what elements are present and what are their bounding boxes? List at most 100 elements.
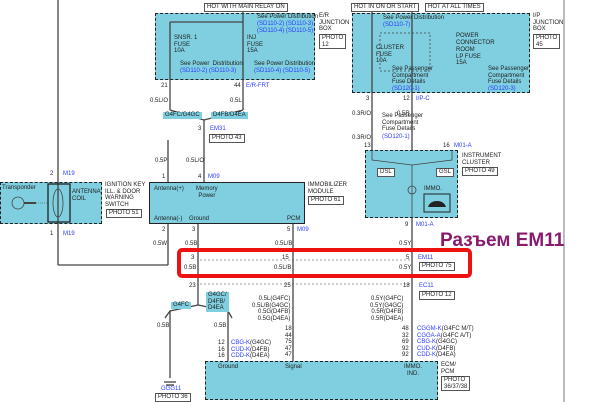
- pin-25: 25: [284, 283, 291, 289]
- connector-em11: EM11: [418, 255, 434, 261]
- pin-label: Antenna(+): [154, 186, 184, 192]
- ip-fuse2: ROOM LP FUSE 15A: [456, 47, 481, 67]
- signal-pins: 18 44 75 47 47: [285, 326, 292, 359]
- ip-box-name: I/P JUNCTION BOX: [533, 13, 564, 33]
- er-junction-box: [155, 13, 315, 80]
- ecm-name: ECM/ PCM: [441, 362, 456, 375]
- ground-connectors: CBG-K(G4GC)CUD-K(D4FB)CDD-K(D4EA): [231, 340, 271, 360]
- photo-tag: PHOTO 51: [106, 209, 142, 218]
- wire-label: 0.5Y: [399, 265, 412, 271]
- pin-23: 23: [189, 283, 196, 289]
- photo-tag: PHOTO 49: [462, 167, 498, 176]
- er-see-left-refs: (SD110-2) (SD110-3): [180, 68, 237, 74]
- photo-tag: PHOTO 36/37/38: [441, 376, 471, 392]
- ip-see-right-ref: (SD120-3): [488, 86, 516, 92]
- pin-5: 5: [406, 255, 410, 261]
- antenna-coil-label: ANTENNA COIL: [72, 189, 101, 202]
- wire-label: 0.5B: [214, 323, 227, 329]
- connector-id: CUD-K: [417, 345, 436, 352]
- wire-label: 0.5L/B: [274, 265, 292, 271]
- variant-tag: G4FC: [171, 302, 192, 309]
- er-see-top-refs: (SD110-2) (SD110-3) (SD110-4) (SD110-5): [257, 21, 314, 34]
- connector-m01-a: M01-A: [454, 143, 472, 149]
- ign-switch-name: IGNITION KEY ILL. & DOOR WARNING SWITCH: [105, 182, 146, 208]
- em11-highlight: [177, 248, 472, 278]
- er-fuse2: INJ FUSE 15A: [247, 35, 264, 55]
- pin-label: PCM: [287, 216, 301, 222]
- connector-id: CDD-K: [417, 352, 436, 359]
- ip-fuse1: CLUSTER FUSE 10A: [376, 45, 405, 65]
- pin-3: 3: [191, 255, 195, 261]
- ip-see-right: See Passenger Compartment Fuse Details: [488, 66, 530, 86]
- connector-id: CGGM-K: [417, 326, 442, 332]
- pin-3: 3: [192, 227, 196, 233]
- immo-lamp-label: IMMO.: [424, 186, 442, 192]
- variant: (G4GC): [250, 340, 272, 346]
- photo-tag: PHOTO 43: [209, 134, 245, 143]
- connector-ip-c: I/P-C: [416, 96, 430, 102]
- em11-annotation: Разъем EM11: [440, 230, 565, 251]
- pin-18: 18: [403, 283, 410, 289]
- pin-13: 13: [364, 143, 371, 149]
- pin-16: 16: [443, 143, 450, 149]
- ip-box-photo: PHOTO 45: [533, 34, 561, 50]
- connector-id: CBG-K: [231, 340, 251, 346]
- wire-label: 0.5B: [185, 241, 198, 247]
- variant: (D4FB): [250, 346, 270, 353]
- pin-label: Antenna(-): [154, 216, 183, 222]
- photo-tag: PHOTO 75: [419, 262, 455, 271]
- ip-see-mid: See Passenger Compartment Fuse Details: [382, 113, 424, 133]
- variant: (D4EA): [250, 353, 270, 360]
- variant: (G4GC): [436, 339, 458, 346]
- label-main-relay: HOT WITH MAIN RELAY ON: [204, 3, 288, 12]
- pin-2: 2: [50, 171, 54, 177]
- wire-label: 0.5P: [155, 158, 168, 164]
- wire-label: 0.5L/O: [186, 158, 205, 164]
- immo-wire-labels: 0.5Y(G4FC) 0.5Y(G4GC) 0.5R(D4FB) 0.5R(D4…: [370, 296, 404, 322]
- ecm-pin-label: Signal: [285, 364, 302, 370]
- photo-tag: PHOTO 61: [308, 196, 344, 205]
- variant-tag: G4GC/ D4FB/ D4EA: [206, 292, 229, 312]
- ip-junction-box: [352, 13, 530, 93]
- label-on-start: HOT IN ON OR START: [351, 3, 420, 12]
- variant: (D4EA): [436, 352, 456, 359]
- connector-id: CDD-K: [231, 353, 250, 360]
- photo-tag: PHOTO 12: [419, 291, 455, 300]
- wire-label: 0.5W: [153, 241, 168, 247]
- wire-label: 0.5B: [184, 265, 197, 271]
- wire-label: 0.3R/O: [352, 135, 372, 141]
- er-see-left: See Power Distribution: [180, 61, 243, 67]
- immobilizer-module-box: [149, 182, 305, 224]
- er-box-name: E/R JUNCTION BOX: [319, 13, 350, 33]
- pin-1: 1: [50, 231, 54, 237]
- pin-5: 5: [287, 227, 291, 233]
- wire-label: 0.5B: [157, 323, 170, 329]
- dsl-label: DSL: [377, 168, 395, 177]
- ip-see-top-ref: (SD110-7): [383, 22, 411, 28]
- ip-see-left-ref: (SD120-1): [392, 86, 420, 92]
- pin-15: 15: [282, 255, 289, 261]
- er-box-photo: PHOTO 12: [319, 34, 347, 50]
- er-see-right-refs: (SD110-4) (SD110-5): [254, 68, 311, 74]
- ip-see-left: See Passenger Compartment Fuse Details: [392, 66, 434, 86]
- connector-em31: EM31: [210, 126, 226, 132]
- immobilizer-name: IMMOBILIZER MODULE: [308, 182, 348, 195]
- pin-3: 3: [366, 96, 370, 102]
- pin-label: Memory Power: [196, 186, 218, 199]
- pin-21: 21: [161, 83, 168, 89]
- immo-connectors: CGGM-K(G4FC M/T)CGGA-A(G4FC A/T)CBG-K(G4…: [417, 326, 474, 359]
- immo-pins: 48 32 69 92 92: [402, 326, 409, 359]
- pin-4: 4: [198, 174, 202, 180]
- signal-wire-labels: 0.5L(G4FC) 0.5L/B(G4GC) 0.5G(D4FB) 0.5G(…: [252, 296, 291, 322]
- connector-id: CBG-K: [417, 339, 437, 346]
- pin-44: 44: [234, 83, 241, 89]
- ignition-switch-box: [0, 182, 102, 224]
- wire-label: 0.5L: [230, 98, 242, 104]
- pin-label: Ground: [189, 216, 210, 222]
- power-connector: POWER CONNECTOR: [456, 33, 495, 46]
- cluster-name: INSTRUMENT CLUSTER: [462, 153, 502, 166]
- er-see-top: See Power Distribution: [257, 14, 319, 20]
- ip-see-mid-ref: (SD120-1): [382, 134, 410, 140]
